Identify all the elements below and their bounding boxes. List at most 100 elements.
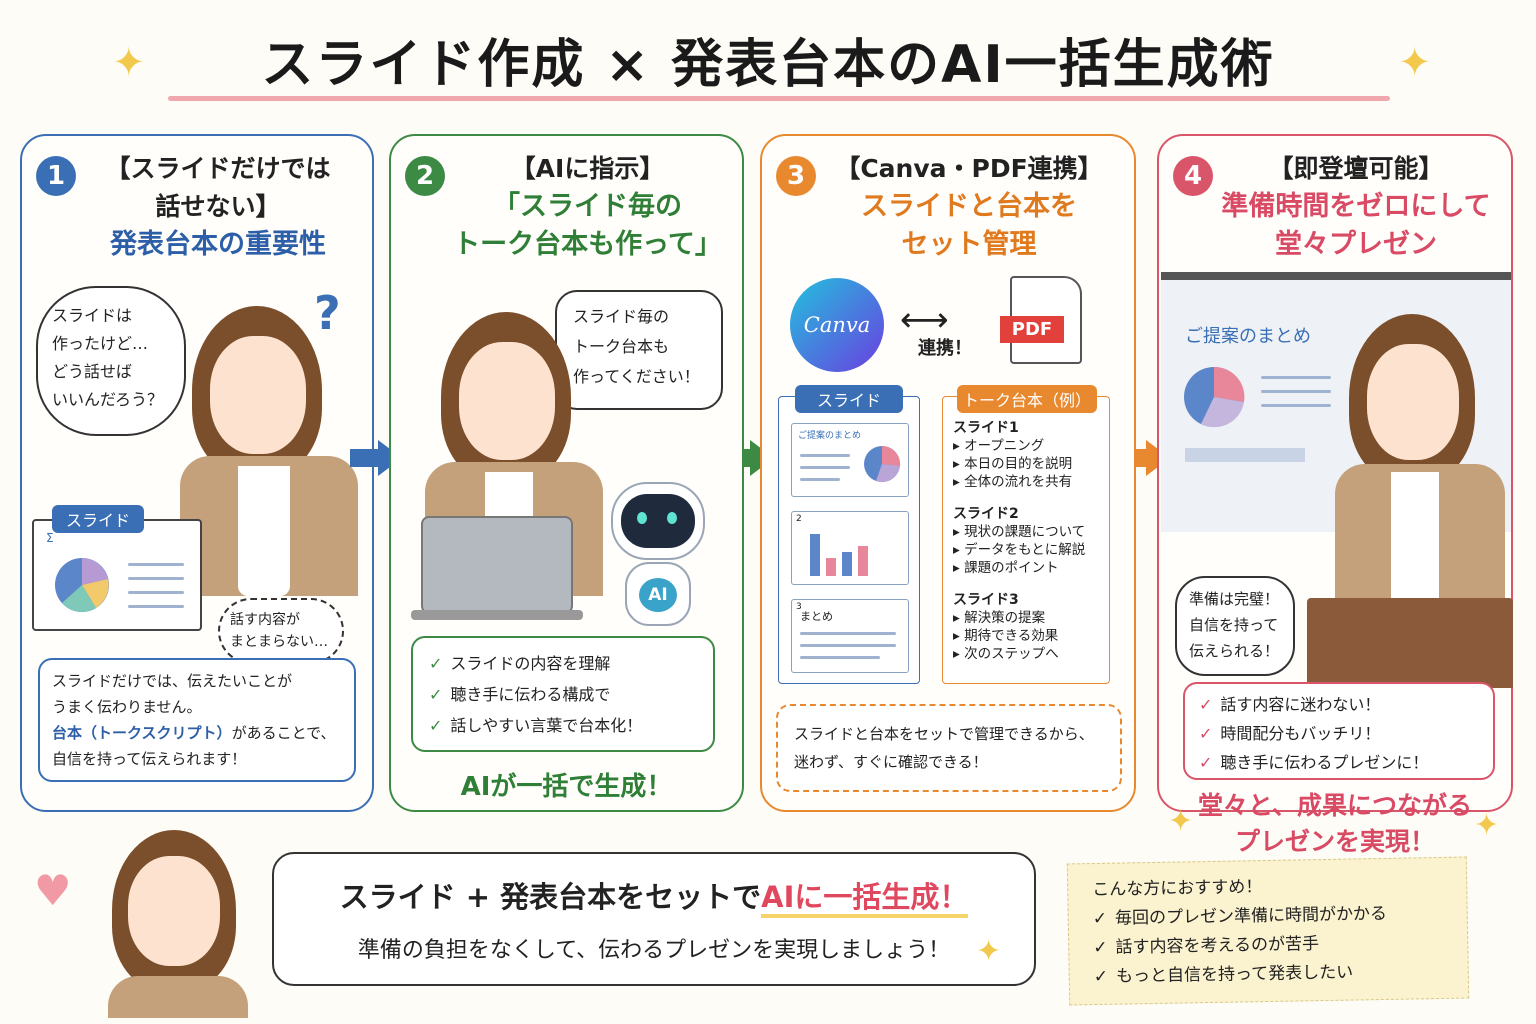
script-item-text: 解決策の提案: [964, 610, 1046, 626]
note-text: 話す内容を考えるのが苦手: [1115, 934, 1320, 958]
slide-thumbnail: ご提案のまとめ: [791, 423, 909, 497]
sigma-icon: Σ: [46, 531, 54, 545]
panel-subheading: 発表台本の重要性: [110, 229, 326, 260]
script-item: ▸ 現状の課題について: [953, 523, 1085, 541]
benefit-item: ✓話す内容に迷わない！: [1199, 690, 1479, 719]
script-item: ▸ 全体の流れを共有: [953, 473, 1085, 491]
heading-line: 【Canva・PDF連携】: [835, 154, 1103, 183]
sparkle-icon: ✦: [976, 934, 1002, 969]
check-icon: ✓: [429, 716, 443, 735]
thumb-title: まとめ: [800, 610, 833, 623]
step-panel-3: 3 【Canva・PDF連携】 スライドと台本を セット管理 Canva ⟷ 連…: [760, 134, 1136, 812]
panel-subheading: トーク台本も作って」: [453, 229, 722, 260]
script-item: ▸ 期待できる効果: [953, 627, 1085, 645]
thumb-number: 3: [796, 602, 802, 612]
script-item-text: 本日の目的を説明: [964, 456, 1073, 472]
panel-heading: 【即登壇可能】 準備時間をゼロにして 堂々プレゼン: [1211, 150, 1501, 264]
panel-footer: AIが一括で生成！: [460, 772, 673, 802]
script-tab: トーク台本（例）: [957, 385, 1097, 413]
bullet-icon: ▸: [953, 646, 960, 662]
recommendation-note: こんな方におすすめ！ ✓毎回のプレゼン準備に時間がかかる ✓話す内容を考えるのが…: [1066, 856, 1470, 1006]
card-line: スライドだけでは、伝えたいことが: [52, 672, 293, 690]
feature-item: ✓ 話しやすい言葉で台本化！: [429, 710, 697, 741]
note-item: ✓もっと自信を持って発表したい: [1094, 957, 1444, 992]
panel-subheading: 準備時間をゼロにして: [1221, 191, 1491, 222]
note-text: 毎回のプレゼン準備に時間がかかる: [1114, 903, 1388, 929]
podium: [1307, 598, 1513, 688]
script-heading: スライド3: [953, 592, 1019, 608]
thumb-title: ご提案のまとめ: [798, 431, 862, 441]
script-column: トーク台本（例） スライド1 ▸ オープニング ▸ 本日の目的を説明 ▸ 全体の…: [942, 385, 1110, 684]
thumb-number: 2: [796, 514, 802, 524]
slide-thumbnail: 3 まとめ: [791, 599, 909, 673]
step-number: 3: [776, 156, 816, 196]
step-panel-4: 4 【即登壇可能】 準備時間をゼロにして 堂々プレゼン ご提案のまとめ 準備は完…: [1157, 134, 1513, 812]
benefit-item: ✓時間配分もバッチリ！: [1199, 719, 1479, 748]
benefit-text: 時間配分もバッチリ！: [1220, 724, 1381, 743]
script-item-text: オープニング: [964, 438, 1045, 454]
bubble-line: スライドは: [52, 306, 133, 325]
slides-tab: スライド: [795, 385, 903, 413]
bubble-line: 作ってください！: [573, 367, 700, 386]
footer-line: 堂々と、成果につながる: [1197, 791, 1472, 820]
bubble-line: どう話せば: [52, 362, 133, 381]
speech-bubble: 準備は完璧！ 自信を持って 伝えられる！: [1175, 576, 1295, 676]
bubble-line: 伝えられる！: [1189, 642, 1280, 660]
summary-highlight: AIに一括生成！: [761, 880, 969, 918]
feature-item: ✓聴き手に伝わる構成で: [429, 679, 697, 710]
card-line: うまく伝わりません。: [52, 698, 202, 716]
script-heading: スライド1: [953, 420, 1019, 436]
script-item: ▸ オープニング: [953, 437, 1085, 455]
woman-presenting-illustration: [1325, 306, 1515, 606]
summary-line: スライド + 発表台本をセットでAIに一括生成！: [274, 874, 1034, 918]
canva-logo: Canva: [790, 278, 884, 372]
pie-chart-icon: [1184, 366, 1245, 428]
double-arrow-icon: ⟷: [900, 300, 949, 340]
check-icon: ✓: [1092, 908, 1108, 930]
panel-heading: 【AIに指示】 「スライド毎の トーク台本も作って」: [443, 150, 732, 264]
summary-bubble: スライド + 発表台本をセットでAIに一括生成！ 準備の負担をなくして、伝わるプ…: [272, 852, 1036, 986]
step-panel-1: 1 【スライドだけでは 話せない】 発表台本の重要性 スライドは 作ったけど… …: [20, 134, 374, 812]
panel-subheading: 「スライド毎の: [493, 191, 682, 222]
benefit-text: 聴き手に伝わるプレゼンに！: [1220, 753, 1429, 772]
sparkle-icon: ✦: [112, 40, 146, 86]
bullet-icon: ▸: [953, 474, 960, 490]
speech-bubble: スライド毎の トーク台本も 作ってください！: [555, 290, 723, 410]
note-line: スライドと台本をセットで管理できるから、: [794, 725, 1094, 743]
step-number: 1: [36, 156, 76, 196]
link-label: 連携！: [918, 338, 972, 359]
slide-label: スライド: [52, 505, 144, 533]
woman-thinking-illustration: [172, 296, 372, 596]
script-item: ▸ 次のステップへ: [953, 645, 1085, 663]
script-item-text: 期待できる効果: [964, 628, 1059, 644]
bullet-icon: ▸: [953, 524, 960, 540]
panel-subheading: セット管理: [901, 229, 1037, 260]
worry-bubble: 話す内容が まとまらない…: [218, 598, 344, 664]
slides-column: スライド ご提案のまとめ 2 3 まとめ: [778, 385, 920, 684]
panel4-footer: 堂々と、成果につながる プレゼンを実現！: [1157, 788, 1513, 860]
step-panel-2: 2 【AIに指示】 「スライド毎の トーク台本も作って」 スライド毎の トーク台…: [389, 134, 744, 812]
panel-heading: 【Canva・PDF連携】 スライドと台本を セット管理: [814, 150, 1124, 264]
script-item-text: 次のステップへ: [964, 646, 1059, 662]
check-icon: ✓: [1093, 937, 1108, 959]
script-item: ▸ 解決策の提案: [953, 609, 1085, 627]
check-icon: ✓: [1199, 695, 1213, 714]
info-card: スライドだけでは、伝えたいことが うまく伝わりません。 台本（トークスクリプト）…: [38, 658, 356, 782]
bullet-icon: ▸: [953, 610, 960, 626]
heading-line: 【スライドだけでは: [105, 154, 331, 183]
script-heading: スライド2: [953, 506, 1019, 522]
thought-bubble: スライドは 作ったけど… どう話せば いいんだろう？: [36, 286, 186, 436]
screen-title: ご提案のまとめ: [1185, 326, 1311, 347]
bubble-line: いいんだろう？: [52, 390, 164, 409]
bubble-line: トーク台本も: [573, 337, 670, 356]
feature-text: 話しやすい言葉で台本化！: [450, 716, 643, 735]
question-mark-icon: ?: [314, 286, 341, 340]
heading-line: 【AIに指示】: [510, 154, 665, 183]
feature-text: スライドの内容を理解: [450, 654, 611, 673]
check-icon: ✓: [1093, 966, 1109, 988]
bullet-icon: ▸: [953, 628, 960, 644]
panel-subheading: 堂々プレゼン: [1275, 229, 1437, 260]
laptop-base: [411, 610, 583, 620]
panel-heading: 【スライドだけでは 話せない】 発表台本の重要性: [74, 150, 362, 264]
pie-chart-icon: [55, 558, 109, 612]
